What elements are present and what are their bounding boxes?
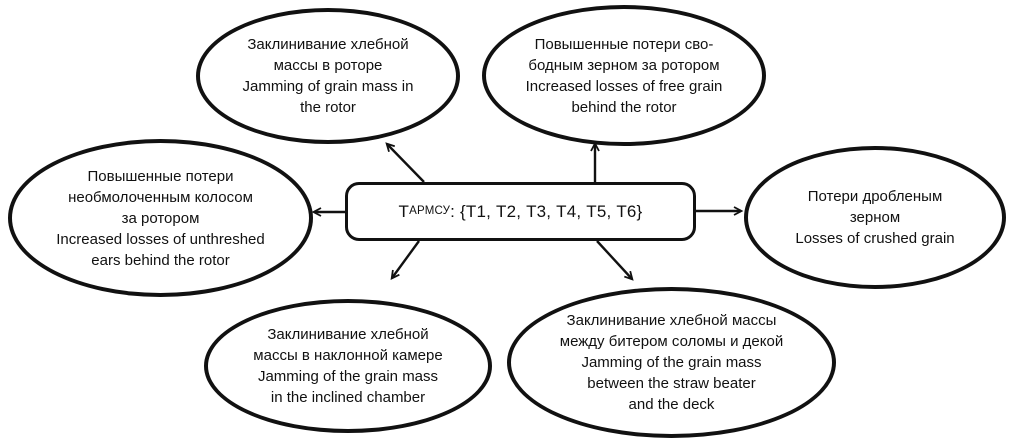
node-losses-unthreshed-ears: Повышенные потери необмолоченным колосом…: [8, 139, 313, 297]
node-losses-free-grain: Повышенные потери сво- бодным зерном за …: [482, 5, 766, 146]
node-text-ru: Заклинивание хлебной массы в наклонной к…: [253, 326, 443, 364]
node-losses-crushed-grain: Потери дробленым зерном Losses of crushe…: [744, 146, 1006, 289]
node-text-en: Jamming of the grain mass between the st…: [581, 354, 762, 413]
node-text-en: Jamming of the grain mass in the incline…: [257, 368, 439, 406]
node-jamming-grain-mass-rotor: Заклинивание хлебной массы в роторе Jamm…: [196, 8, 460, 144]
node-jamming-straw-beater-deck: Заклинивание хлебной массы между битером…: [507, 287, 836, 438]
node-jamming-inclined-chamber: Заклинивание хлебной массы в наклонной к…: [204, 299, 492, 433]
node-text-ru: Заклинивание хлебной массы в роторе: [247, 36, 409, 74]
node-text-en: Increased losses of unthreshed ears behi…: [56, 230, 265, 269]
arrow-to-bottom-left-node: [390, 240, 420, 280]
set-symbol: Т: [398, 201, 410, 221]
node-text-ru: Повышенные потери необмолоченным колосом…: [68, 167, 253, 227]
node-text-en: Increased losses of free grain behind th…: [525, 77, 723, 116]
node-text-ru: Потери дробленым зерном: [807, 188, 943, 226]
arrow-to-top-left-node: [385, 142, 425, 183]
node-text-ru: Повышенные потери сво- бодным зерном за …: [528, 35, 720, 74]
node-text-en: Jamming of grain mass in the rotor: [242, 78, 414, 116]
set-symbol-subscript: АРМСУ: [409, 204, 451, 217]
node-text-ru: Заклинивание хлебной массы между битером…: [559, 312, 784, 350]
set-elements: : {Т1, Т2, Т3, Т4, Т5, Т6}: [450, 201, 643, 221]
node-text-en: Losses of crushed grain: [795, 230, 955, 247]
arrow-to-bottom-right-node: [596, 240, 634, 281]
